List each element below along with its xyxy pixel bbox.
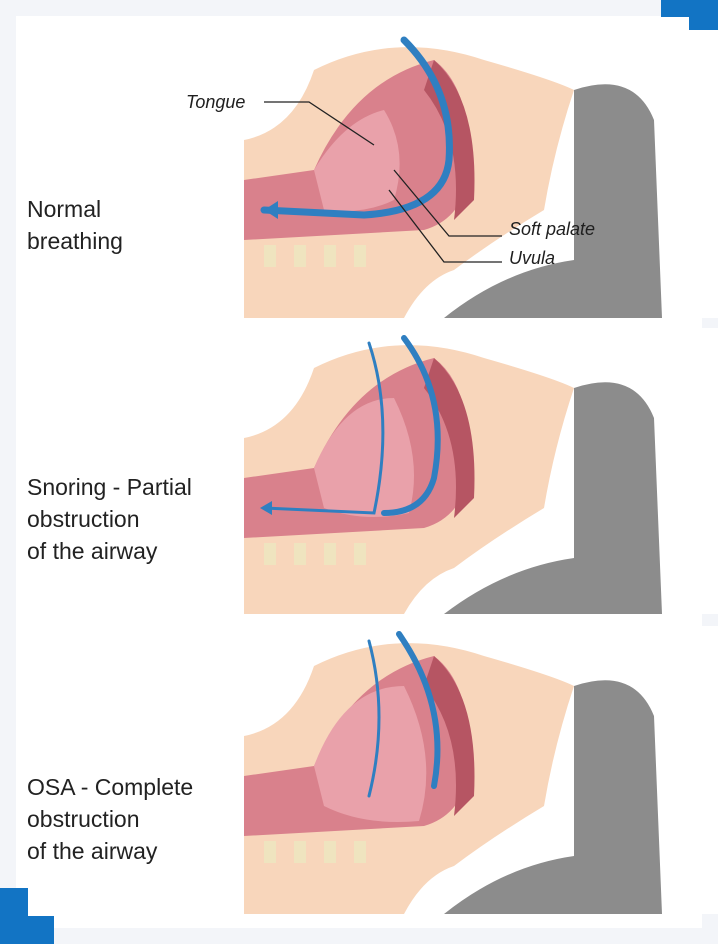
soft-palate-leader-line bbox=[393, 169, 502, 237]
callout-soft-palate: Soft palate bbox=[509, 219, 596, 239]
pharynx-wall bbox=[424, 358, 475, 518]
tongue-shape bbox=[314, 686, 427, 822]
panel-label-normal-breathing: Normal breathing bbox=[27, 196, 123, 254]
airflow-arrowhead bbox=[260, 501, 272, 515]
uvula-leader-line bbox=[388, 189, 502, 263]
spine bbox=[264, 245, 366, 267]
airflow-line-blocked-thin bbox=[367, 639, 381, 798]
pillow bbox=[444, 382, 662, 614]
diagram-snoring bbox=[244, 328, 718, 614]
panel-label-snoring: Snoring - Partial obstruction of the air… bbox=[27, 474, 192, 564]
airflow-line-main bbox=[381, 335, 441, 516]
diagram-osa bbox=[244, 626, 718, 914]
airflow-line-partial bbox=[262, 341, 385, 515]
airflow-arrowhead bbox=[264, 201, 278, 219]
tongue-shape bbox=[314, 398, 414, 517]
airflow-line-blocked bbox=[396, 631, 441, 789]
spine bbox=[264, 543, 366, 565]
pharynx-wall bbox=[424, 60, 475, 220]
spine bbox=[264, 841, 366, 863]
callout-tongue: Tongue bbox=[186, 92, 246, 112]
callout-uvula: Uvula bbox=[509, 248, 556, 268]
tongue-leader-line bbox=[264, 101, 375, 146]
tongue-shape bbox=[314, 110, 400, 212]
pillow bbox=[444, 84, 662, 318]
diagram-normal-breathing bbox=[244, 30, 718, 318]
pillow bbox=[444, 680, 662, 914]
airflow-arrow bbox=[260, 36, 453, 219]
panel-label-osa: OSA - Complete obstruction of the airway bbox=[27, 774, 194, 864]
pharynx-wall bbox=[424, 656, 475, 816]
